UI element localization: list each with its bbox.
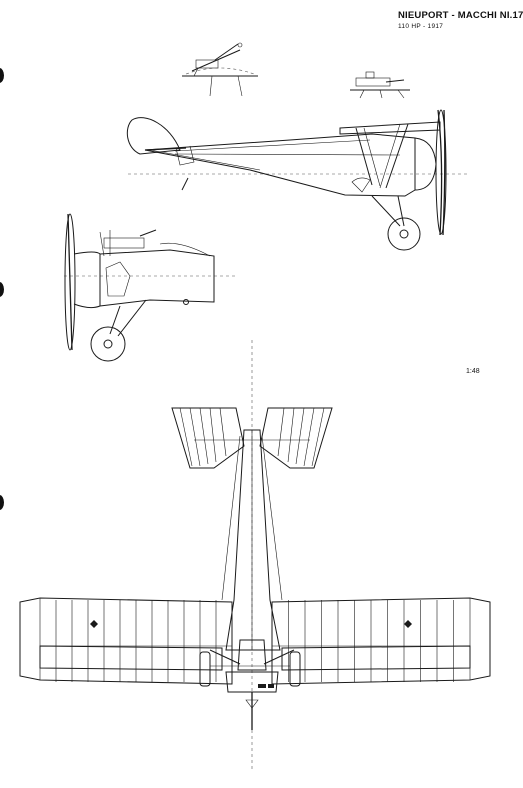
upper-wing-ribs-right <box>288 600 454 682</box>
binder-hole-middle <box>0 282 4 297</box>
binder-hole-bottom <box>0 495 4 510</box>
scale-label: 1:48 <box>466 368 480 375</box>
tailplane-ribs <box>179 407 325 467</box>
plan-view <box>19 340 491 770</box>
binder-hole-top <box>0 68 4 83</box>
gun-mount-detail-right <box>350 71 410 99</box>
gun-mount-detail-left <box>182 42 258 97</box>
side-detail-front <box>64 213 236 362</box>
aircraft-drawing <box>19 42 491 770</box>
sheet-subtitle: 110 HP - 1917 <box>398 23 444 30</box>
sheet-title: NIEUPORT - MACCHI NI.17 <box>398 10 523 21</box>
side-elevation <box>126 109 470 251</box>
